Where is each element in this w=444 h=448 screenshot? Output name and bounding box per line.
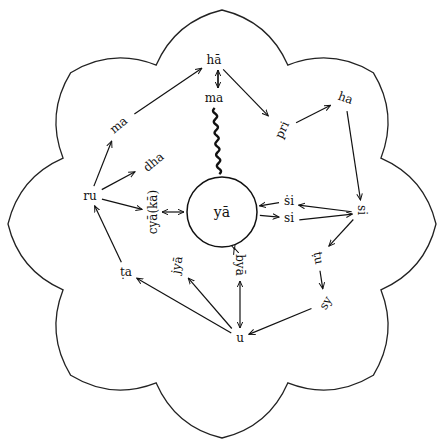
arrow-connector (102, 199, 142, 209)
arrow-connector (299, 205, 352, 212)
center-circle: yā (186, 176, 258, 248)
lotus-petals (8, 10, 436, 438)
syllable-text: hā (205, 53, 224, 67)
syllable-text: u (234, 331, 246, 345)
syllable-node: dha (137, 147, 169, 178)
arrow-connector (296, 105, 331, 123)
syllable-text: ṭa (118, 265, 134, 279)
syllable-node: ma (103, 111, 132, 139)
arrow-connector (347, 111, 361, 200)
arrow-connector (260, 215, 279, 217)
syllable-node: byā (232, 251, 248, 279)
syllable-node: ṭa (117, 264, 135, 280)
syllable-text: ha (334, 88, 357, 108)
syllable-node: ma (202, 90, 227, 106)
syllable-text: pri (271, 117, 293, 142)
syllable-text: si (355, 203, 369, 217)
syllable-node: u (233, 330, 247, 346)
arrow-connector (94, 141, 112, 186)
syllable-text: dha (138, 148, 167, 176)
syllable-text: ma (105, 112, 131, 137)
arrow-connector (134, 68, 201, 114)
arrow-connector (239, 281, 240, 328)
arrow-connector (102, 172, 135, 190)
arrow-connector (320, 271, 323, 289)
syllable-node: cyā(kā) (144, 187, 160, 238)
circle-shape (187, 177, 257, 247)
arrow-connector (299, 214, 352, 220)
arrow-connector (162, 211, 184, 212)
syllable-node: jyā (167, 252, 187, 278)
arrow-connector (259, 203, 279, 206)
arrow-connector (217, 70, 218, 88)
arrow-connector (234, 248, 236, 249)
wavy-connector (213, 108, 221, 174)
syllable-text: ṭu (310, 249, 327, 268)
syllable-node: si (281, 210, 297, 226)
arrow-connector (137, 278, 232, 333)
syllable-node: ṡi (281, 193, 297, 209)
syllable-node: ha (332, 87, 357, 109)
syllable-text: byā (233, 252, 247, 278)
syllable-text: jyā (168, 253, 186, 277)
syllable-text: ma (203, 91, 226, 105)
syllable-text: yā (212, 204, 232, 220)
syllable-node: si (354, 202, 370, 218)
syllable-node: sy (313, 291, 336, 315)
arrow-connector (217, 70, 218, 88)
syllable-node: ṭu (308, 247, 327, 268)
syllable-node: ru (80, 188, 100, 204)
syllable-text: si (282, 211, 296, 225)
syllable-text: ru (81, 189, 98, 203)
arrow-connector (329, 219, 353, 246)
arrow-connector (95, 206, 122, 262)
syllable-node: pri (270, 116, 295, 145)
syllable-text: ṡi (282, 194, 296, 208)
arrow-connector (249, 309, 312, 335)
arrow-connector (223, 69, 268, 115)
syllable-text: sy (315, 292, 336, 314)
syllable-node: hā (204, 52, 225, 68)
syllable-text: cyā(kā) (145, 188, 159, 236)
